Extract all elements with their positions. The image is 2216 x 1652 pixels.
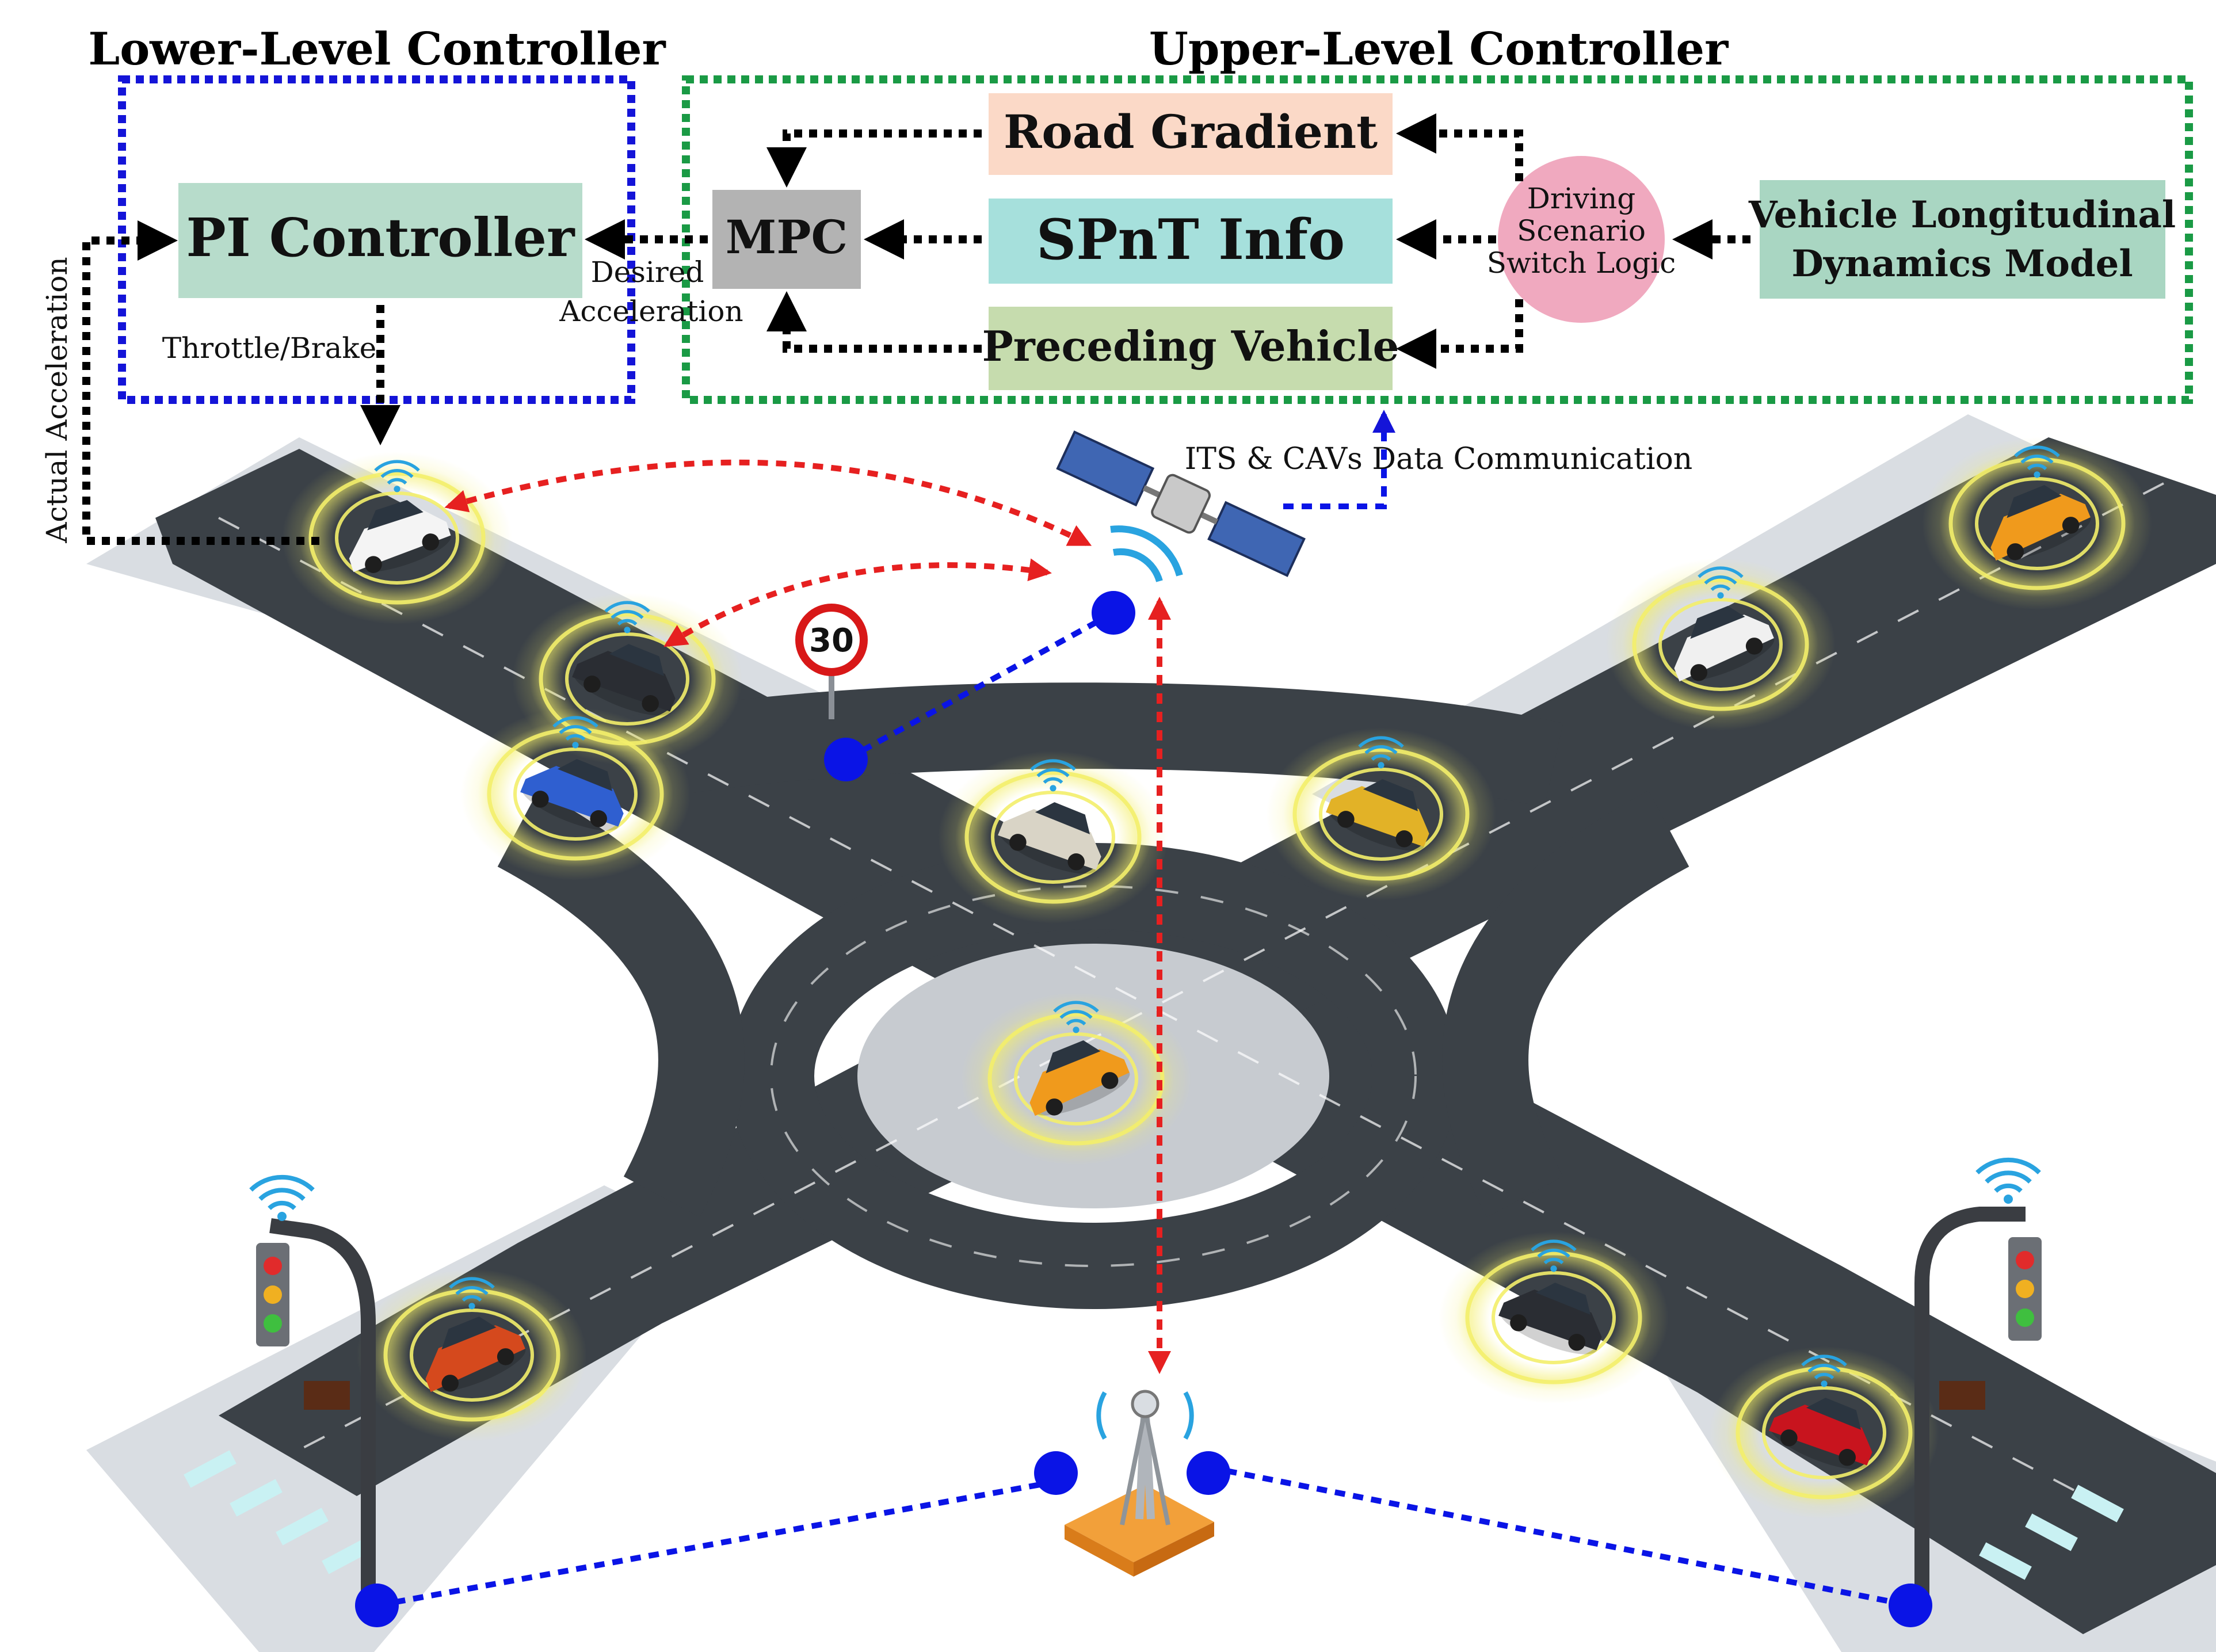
- desired-acceleration-line1: Desired: [591, 255, 704, 289]
- model-label-line1: Vehicle Longitudinal: [1748, 193, 2176, 236]
- cell-tower-icon: [1065, 1390, 1214, 1577]
- pi-controller-label: PI Controller: [186, 207, 575, 269]
- mpc-block: [712, 190, 861, 289]
- satellite-icon: [1056, 430, 1306, 577]
- road-gradient-label: Road Gradient: [1004, 105, 1378, 159]
- signal-flow-arrows: [82, 113, 1750, 545]
- road-gradient-block: [989, 93, 1393, 175]
- connected-vehicle: [1709, 1346, 1939, 1519]
- pi-controller-block: [178, 183, 582, 298]
- traffic-light-icon: [1914, 1207, 2042, 1611]
- connected-vehicle: [1922, 437, 2152, 610]
- switch-logic-line1: Driving: [1527, 182, 1635, 215]
- connected-vehicle: [460, 708, 691, 880]
- connected-vehicle: [1439, 1231, 1669, 1404]
- wifi-icon: [1977, 1160, 2039, 1204]
- switch-logic-line3: Switch Logic: [1487, 246, 1676, 280]
- v2x-links: [444, 459, 1171, 1374]
- vehicle-dynamics-model-block: [1760, 180, 2165, 299]
- its-cav-communication-label: ITS & CAVs Data Communication: [1185, 442, 1693, 476]
- mpc-label: MPC: [726, 210, 848, 264]
- model-label-line2: Dynamics Model: [1791, 242, 2133, 285]
- preceding-vehicle-block: [989, 307, 1393, 390]
- connected-vehicle: [938, 751, 1168, 924]
- actual-acceleration-label: Actual Acceleration: [40, 257, 74, 544]
- communication-links: [376, 410, 1911, 1608]
- preceding-vehicle-label: Preceding Vehicle: [982, 322, 1399, 371]
- switch-logic-line2: Scenario: [1517, 214, 1646, 247]
- wifi-icon: [1110, 525, 1183, 582]
- connected-vehicle: [357, 1269, 587, 1441]
- upper-controller-title: Upper-Level Controller: [1149, 23, 1729, 75]
- throttle-brake-label: Throttle/Brake: [162, 331, 377, 365]
- lower-controller-title: Lower-Level Controller: [88, 23, 666, 75]
- spnt-info-label: SPnT Info: [1036, 207, 1345, 272]
- spnt-info-block: [989, 199, 1393, 284]
- speed-sign-value: 30: [809, 622, 854, 659]
- scenario-switch-logic-node: [1498, 156, 1665, 323]
- connected-vehicle: [1605, 558, 1836, 731]
- desired-acceleration-line2: Acceleration: [559, 295, 743, 328]
- network-nodes: [355, 591, 1932, 1627]
- traffic-light-icon: [256, 1218, 376, 1600]
- wifi-icon: [251, 1177, 313, 1221]
- connected-vehicle: [1266, 728, 1496, 901]
- control-architecture: Lower-Level Controller Upper-Level Contr…: [40, 23, 2193, 545]
